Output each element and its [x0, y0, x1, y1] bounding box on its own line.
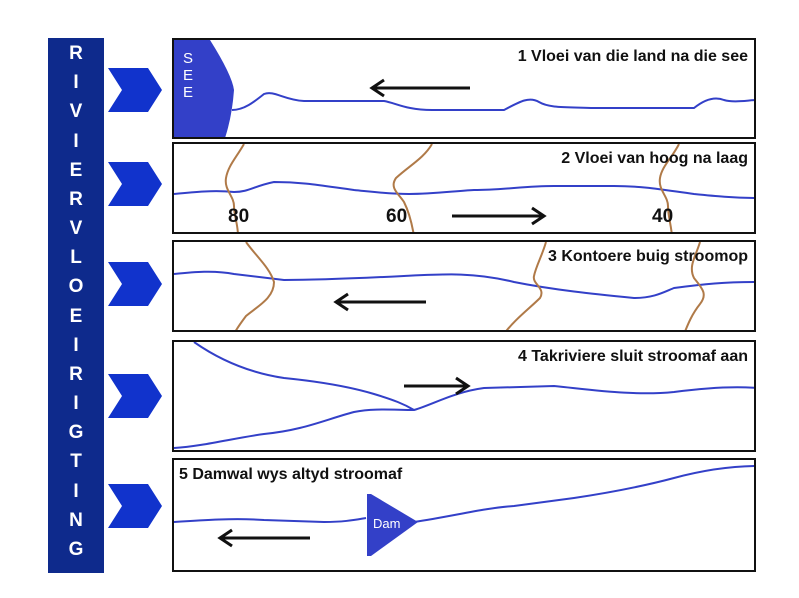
contour-line: [235, 242, 276, 330]
side-label-letter: L: [70, 247, 82, 269]
side-label-letter: I: [73, 480, 79, 502]
side-label-letter: T: [70, 451, 82, 473]
panel-title: 5 Damwal wys altyd stroomaf: [179, 466, 403, 483]
contour-line: [505, 242, 547, 330]
panel-contours-bend-upstream: 3 Kontoere buig stroomop: [172, 240, 756, 332]
contour-line: [392, 144, 433, 232]
panel-title: 4 Takriviere sluit stroomaf aan: [517, 348, 748, 365]
panel-title: 3 Kontoere buig stroomop: [548, 248, 748, 265]
flow-arrow-right: [404, 376, 471, 396]
flow-arrow-left: [333, 292, 426, 312]
river-line: [231, 92, 754, 111]
side-label-letter: I: [73, 130, 79, 152]
contour-label: 40: [652, 206, 674, 227]
side-label-letter: N: [69, 509, 83, 531]
panel-title: 1 Vloei van die land na die see: [517, 48, 748, 65]
chevron-right-icon: [108, 484, 162, 528]
flow-arrow-left: [217, 528, 310, 548]
river-line: [413, 465, 754, 523]
contour-label: 80: [228, 206, 250, 227]
contour-line: [658, 144, 680, 232]
flow-arrow-left: [369, 78, 470, 98]
side-label-letter: V: [69, 101, 83, 123]
side-label-letter: E: [69, 305, 83, 327]
tributary-line: [193, 342, 415, 411]
chevron-right-icon: [108, 262, 162, 306]
chevron-right-icon: [108, 374, 162, 418]
dam-wall-shape: [367, 494, 418, 556]
side-label-letter: I: [73, 72, 79, 94]
panel-dam-points-downstream: 5 Damwal wys altyd stroomaf Dam: [172, 458, 756, 572]
chevron-right-icon: [108, 162, 162, 206]
side-label-letter: G: [68, 422, 84, 444]
side-label-letter: I: [73, 334, 79, 356]
side-label-letter: E: [69, 159, 83, 181]
side-label-letter: I: [73, 393, 79, 415]
contour-line: [224, 144, 245, 232]
contour-label: 60: [386, 206, 408, 227]
chevron-right-icon: [108, 68, 162, 112]
side-label-letter: G: [68, 538, 84, 560]
side-label-letter: V: [69, 218, 83, 240]
river-line: [174, 517, 367, 524]
river-line: [174, 384, 754, 449]
river-line: [174, 270, 754, 300]
side-label-letter: R: [69, 43, 83, 64]
side-label-letter: R: [69, 188, 83, 210]
panel-high-to-low: 2 Vloei van hoog na laag 80 60 40: [172, 142, 756, 234]
panel-title: 2 Vloei van hoog na laag: [561, 150, 748, 167]
sea-shape: [174, 40, 234, 137]
side-label-letter: O: [68, 276, 84, 298]
river-line: [174, 180, 754, 199]
side-label-letter: R: [69, 363, 83, 385]
panel-land-to-sea: SEE 1 Vloei van die land na die see: [172, 38, 756, 139]
sea-label: SEE: [182, 50, 193, 101]
contour-line: [684, 242, 705, 330]
panel-tributaries-join-downstream: 4 Takriviere sluit stroomaf aan: [172, 340, 756, 452]
flow-arrow-right: [452, 206, 547, 226]
dam-label: Dam: [373, 516, 401, 531]
